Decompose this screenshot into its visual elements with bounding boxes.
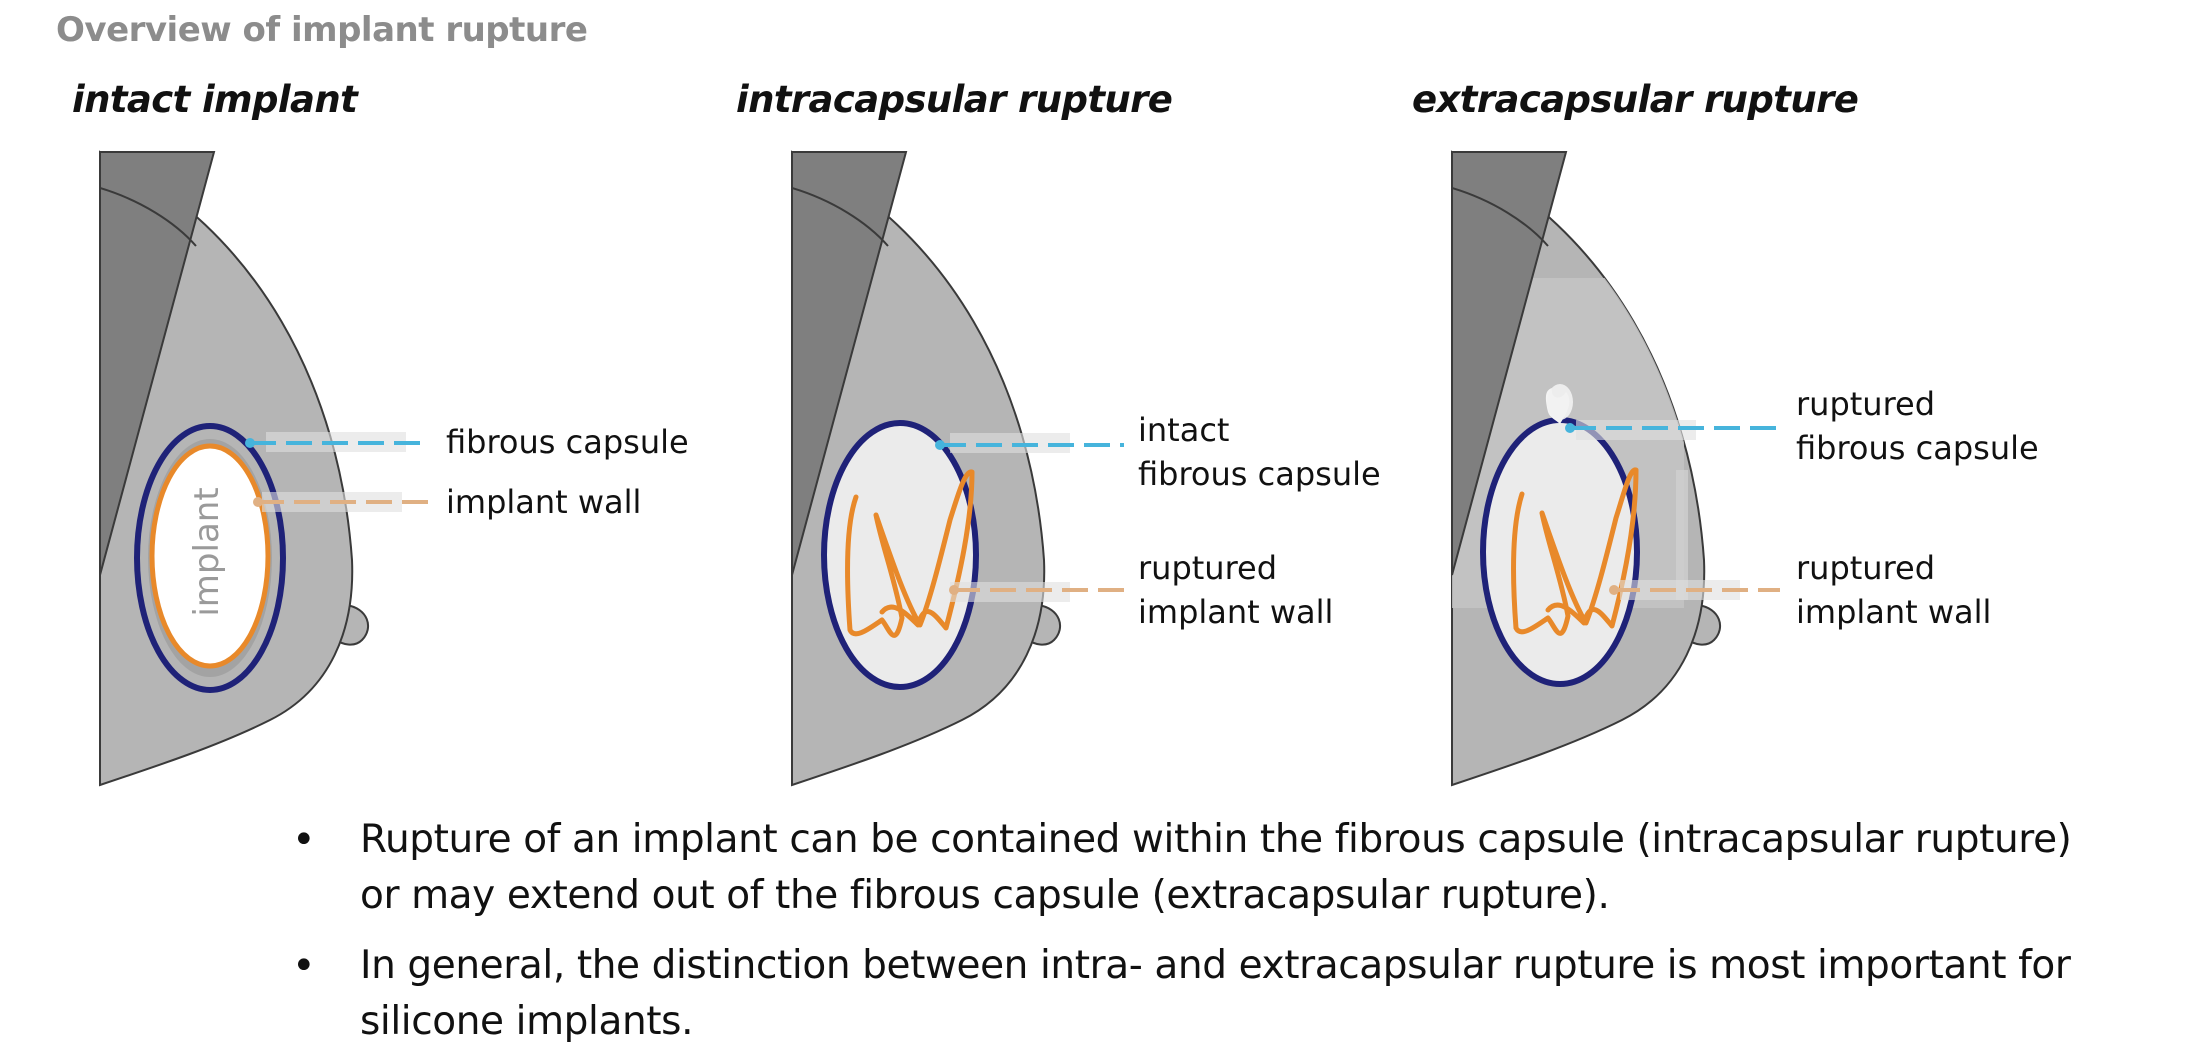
callout-line: intact <box>1138 411 1230 449</box>
leak-glow <box>1547 384 1573 420</box>
panel-title-intact: intact implant <box>72 78 358 121</box>
callout-line: ruptured <box>1796 549 1936 587</box>
callout-line: implant wall <box>1138 593 1334 631</box>
bullet-marker: • <box>292 943 316 989</box>
wall-leader-highlight <box>1620 580 1740 600</box>
chest-wall <box>99 151 216 576</box>
panel-title-intracapsular: intracapsular rupture <box>736 78 1173 121</box>
capsule-leader-dot <box>1565 423 1575 433</box>
bullet-text: In general, the distinction between intr… <box>360 943 2071 1044</box>
callout-line: ruptured <box>1138 549 1278 587</box>
fibrous-capsule <box>1480 417 1640 687</box>
panel-extracapsular <box>1451 150 1780 787</box>
bullet-text: Rupture of an implant can be contained w… <box>360 817 2072 918</box>
capsule-leader-highlight <box>1576 420 1696 440</box>
panel-intact: implant <box>99 150 432 787</box>
collapsed-implant-wall <box>1511 467 1639 636</box>
callout-line: implant wall <box>1796 593 1992 631</box>
callout-line: implant wall <box>446 483 642 521</box>
panel-intracapsular <box>791 150 1124 787</box>
page-title: Overview of implant rupture <box>56 10 588 50</box>
callout-extracapsular-capsule: ruptured fibrous capsule <box>1796 382 2039 470</box>
wall-leader-dot <box>253 497 263 507</box>
bullet-item: • In general, the distinction between in… <box>290 938 2090 1050</box>
callout-intact-wall: implant wall <box>446 480 641 524</box>
chest-wall <box>791 151 908 576</box>
leaked-silicone-edge <box>1676 470 1688 600</box>
collapsed-implant-wall <box>845 469 975 638</box>
wall-leader-dot <box>1609 585 1619 595</box>
skin-fold-line <box>1452 187 1549 247</box>
callout-line: fibrous capsule <box>1138 455 1381 493</box>
callout-line: fibrous capsule <box>446 423 689 461</box>
bullet-item: • Rupture of an implant can be contained… <box>290 812 2090 924</box>
capsule-leader-highlight <box>950 433 1070 453</box>
implant-label: implant <box>187 487 227 616</box>
callout-intracapsular-wall: ruptured implant wall <box>1138 546 1333 634</box>
skin-fold-line <box>100 187 197 247</box>
implant-wall <box>149 443 271 669</box>
rupture-diagram: implant <box>99 150 1780 787</box>
capsule-leader-dot <box>245 438 255 448</box>
callout-extracapsular-wall: ruptured implant wall <box>1796 546 1991 634</box>
chest-wall <box>1451 151 1568 576</box>
skin-fold-line <box>792 187 889 247</box>
capsule-leader-dot <box>935 440 945 450</box>
callout-line: fibrous capsule <box>1796 429 2039 467</box>
bullet-marker: • <box>292 817 316 863</box>
panel-title-extracapsular: extracapsular rupture <box>1412 78 1859 121</box>
bullet-list: • Rupture of an implant can be contained… <box>290 812 2090 1064</box>
callout-line: ruptured <box>1796 385 1936 423</box>
callout-intact-capsule: fibrous capsule <box>446 420 689 464</box>
wall-leader-dot <box>949 585 959 595</box>
callout-intracapsular-capsule: intact fibrous capsule <box>1138 408 1381 496</box>
